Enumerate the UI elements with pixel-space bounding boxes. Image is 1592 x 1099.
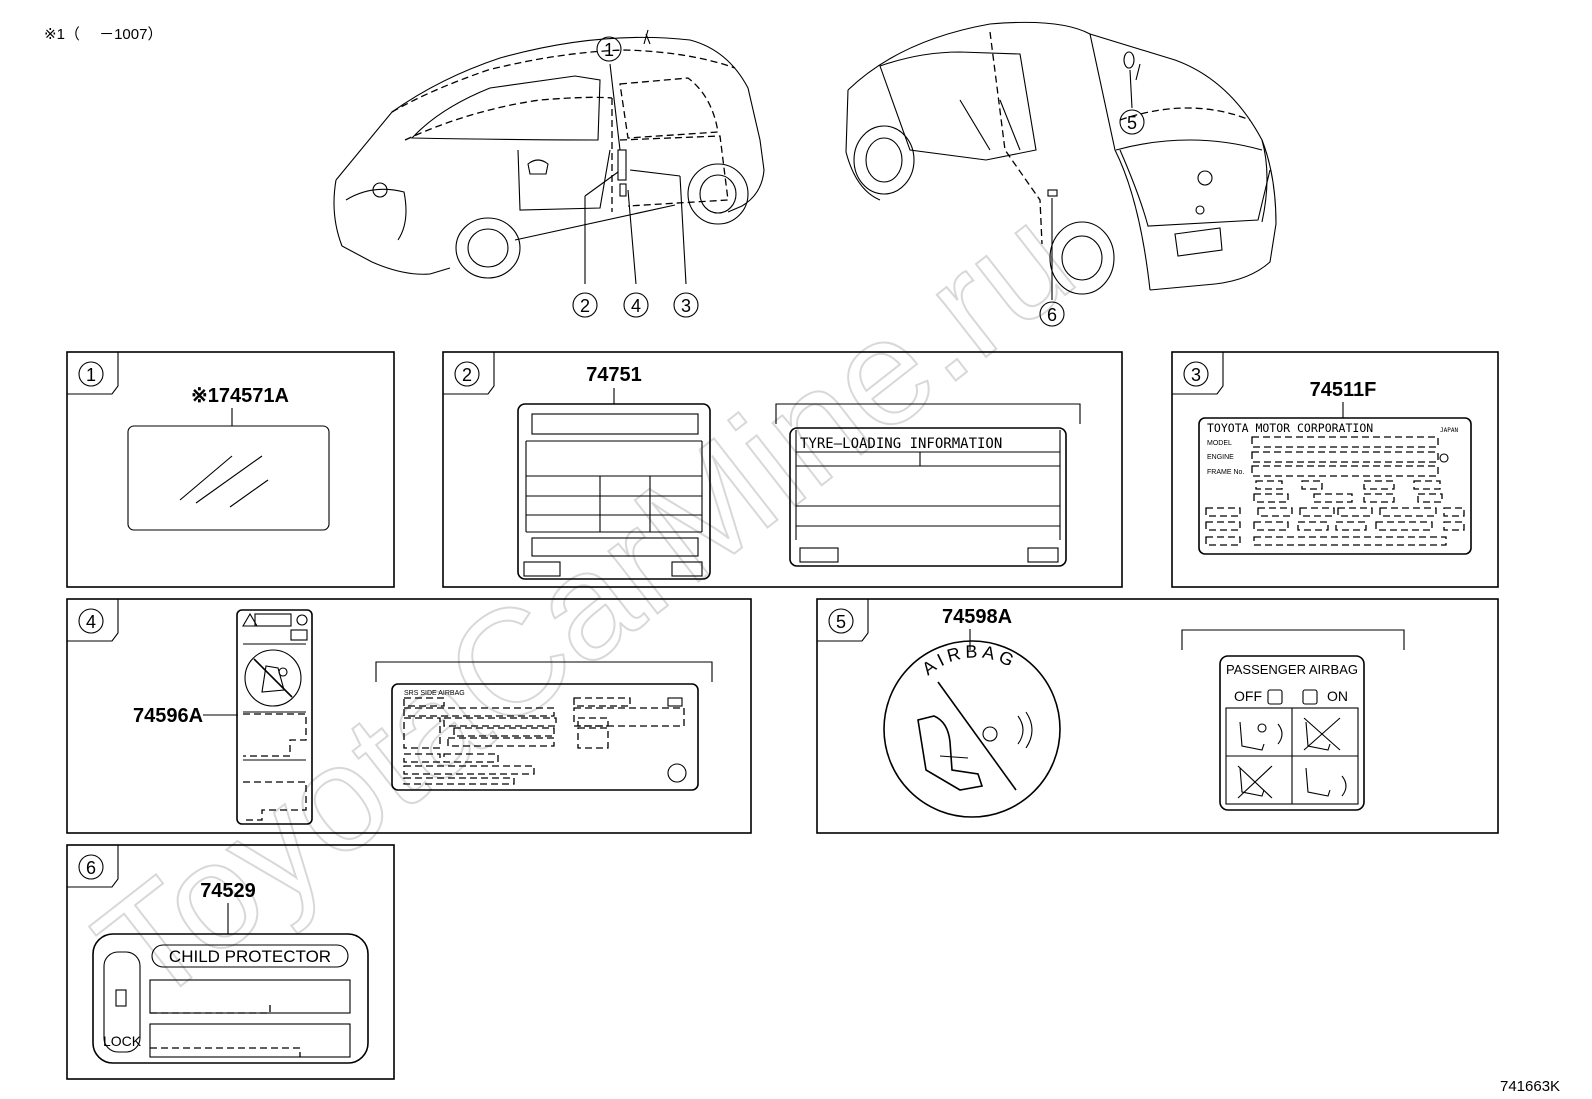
rear-car-illustration (845, 21, 1277, 295)
svg-text:6: 6 (1047, 305, 1057, 325)
vin-country: JAPAN (1440, 427, 1458, 434)
part-number-74571A: ※174571A (191, 385, 289, 407)
callout-2: 2 (572, 292, 598, 318)
header-note: ※1（ －1007） (44, 26, 162, 43)
callout-6: 6 (1039, 301, 1065, 327)
front-car-callouts: 1 2 4 3 (572, 36, 699, 318)
windshield-label (127, 425, 330, 531)
front-car-illustration (333, 29, 765, 279)
panel-3-index: 3 (1191, 365, 1201, 385)
child-protector-title: CHILD PROTECTOR (169, 947, 331, 966)
svg-text:5: 5 (1127, 113, 1137, 133)
side-airbag-sun-visor-label (236, 609, 313, 825)
part-number-74751: 74751 (586, 364, 642, 386)
side-airbag-text: SRS SIDE AIRBAG (404, 690, 465, 697)
airbag-on-text: ON (1327, 688, 1348, 704)
part-number-74598A: 74598A (942, 606, 1012, 628)
svg-text:3: 3 (681, 296, 691, 316)
part-number-74529: 74529 (200, 880, 256, 902)
panel-4-index: 4 (86, 612, 96, 632)
callout-1: 1 (596, 36, 622, 62)
panel-5-index: 5 (836, 612, 846, 632)
svg-text:4: 4 (631, 296, 641, 316)
vin-field-frame: FRAME No. (1207, 469, 1244, 476)
callout-3: 3 (673, 292, 699, 318)
rear-car-callouts: 5 6 (1039, 69, 1145, 327)
panel-4: 4 74596A SRS SIDE AIRBAG (66, 598, 752, 834)
diagram-code: 741663K (1500, 1078, 1560, 1095)
child-protector-label: CHILD PROTECTOR LOCK (92, 933, 369, 1064)
tyre-loading-title: TYRE–LOADING INFORMATION (800, 436, 1002, 452)
tyre-loading-information-label: TYRE–LOADING INFORMATION (789, 427, 1067, 567)
panel-1: 1 ※174571A (66, 351, 395, 588)
passenger-airbag-title: PASSENGER AIRBAG (1226, 662, 1358, 677)
callout-5: 5 (1119, 109, 1145, 135)
airbag-off-text: OFF (1234, 688, 1262, 704)
vin-plate-label: TOYOTA MOTOR CORPORATION JAPAN MODEL ENG… (1198, 417, 1472, 555)
passenger-airbag-indicator-label: PASSENGER AIRBAG OFF ON (1219, 655, 1365, 811)
tire-pressure-label (517, 403, 711, 580)
panel-6: 6 74529 CHILD PROTECTOR LOCK (66, 844, 395, 1080)
callout-4: 4 (623, 292, 649, 318)
part-number-74511F: 74511F (1310, 379, 1377, 401)
panel-2-index: 2 (462, 365, 472, 385)
lock-text: LOCK (103, 1033, 142, 1049)
side-airbag-door-label: SRS SIDE AIRBAG (391, 683, 699, 791)
panel-1-index: 1 (86, 365, 96, 385)
panel-2: 2 74751 TYRE–LOADING INFORMATION (442, 351, 1123, 588)
panel-5: 5 74598A AIRBAG PASSENGER AIRBAG OFF ON (816, 598, 1499, 834)
panel-3: 3 74511F TOYOTA MOTOR CORPORATION JAPAN … (1171, 351, 1499, 588)
panel-6-index: 6 (86, 858, 96, 878)
airbag-ring-text: AIRBAG (918, 641, 1020, 679)
svg-text:1: 1 (604, 40, 614, 60)
vin-field-model: MODEL (1207, 440, 1232, 447)
part-number-74596A: 74596A (133, 705, 203, 727)
vin-field-engine: ENGINE (1207, 454, 1234, 461)
vin-maker: TOYOTA MOTOR CORPORATION (1207, 421, 1373, 435)
svg-text:2: 2 (580, 296, 590, 316)
airbag-warning-sticker: AIRBAG (883, 640, 1061, 818)
